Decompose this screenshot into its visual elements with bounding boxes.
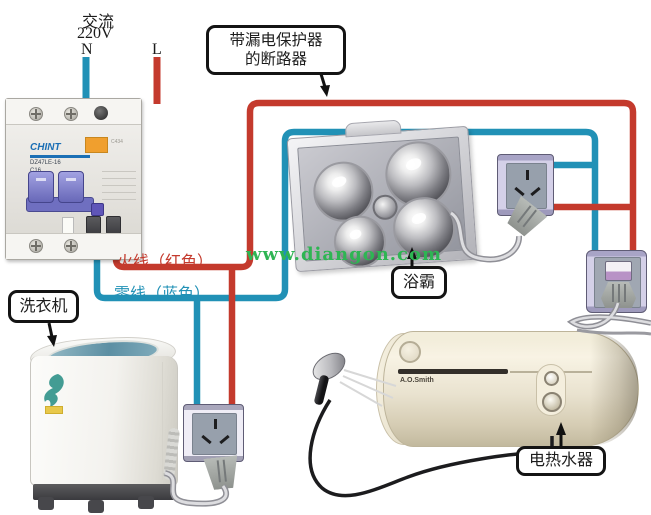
- screw-icon: [64, 239, 78, 253]
- neutral-terminal-label: N: [81, 41, 93, 58]
- live-terminal-label: L: [152, 41, 162, 58]
- bath-heater-callout: 浴霸: [391, 266, 447, 299]
- washer-foot: [138, 496, 154, 509]
- live-wire-label: 火线（红色）: [117, 254, 214, 271]
- ac-label: 交流: [82, 14, 115, 31]
- breaker-callout-line2: 的断路器: [244, 51, 307, 68]
- breaker-output-terminal-neutral: [86, 216, 101, 234]
- socket-faceplate: [594, 257, 641, 308]
- water-heater-groove: [398, 369, 508, 374]
- screw-icon: [29, 107, 43, 121]
- screw-icon: [29, 239, 43, 253]
- temperature-dial: [542, 392, 562, 412]
- brand-underline: [30, 155, 90, 158]
- neutral-wire-label: 零线（蓝色）: [114, 286, 211, 303]
- breaker-toggle-right: [58, 171, 84, 203]
- tank-right-shading: [590, 332, 638, 446]
- washer-foot: [38, 497, 54, 510]
- plug-water-heater: [601, 282, 636, 308]
- washer-label-sticker: [45, 406, 63, 414]
- breaker-arrowhead-icon: [320, 85, 330, 97]
- breaker-arrow: [319, 73, 327, 88]
- plug-washing-machine: [203, 455, 240, 490]
- washing-machine: [30, 356, 178, 486]
- washer-seam: [162, 362, 163, 480]
- breaker-test-button: [91, 203, 104, 216]
- indicator-icon: [544, 371, 559, 386]
- screw-icon: [64, 107, 78, 121]
- terminal-dot-icon: [94, 106, 108, 120]
- socket-slot: [530, 186, 541, 197]
- shower-head: [307, 347, 351, 386]
- breaker-toggle-left: [28, 171, 54, 203]
- watermark: www.diangon.com: [246, 244, 443, 265]
- breaker-spec-lines: [102, 171, 136, 201]
- water-heater-tank: [383, 331, 639, 447]
- water-heater-badge-icon: [399, 341, 421, 363]
- breaker-side-code: C434: [111, 139, 123, 145]
- socket-slot: [526, 170, 529, 180]
- washer-foot: [88, 500, 104, 513]
- socket-slot: [514, 186, 525, 197]
- washer-arrow: [47, 322, 54, 338]
- socket-water-heater: [586, 250, 647, 313]
- breaker-callout: 带漏电保护器 的断路器: [206, 25, 346, 75]
- breaker-model-text: DZ47LE-16: [30, 160, 61, 166]
- breaker-status-window: [85, 137, 108, 153]
- water-heater-brand: A.O.Smith: [400, 377, 434, 384]
- socket-washing-machine: [183, 404, 244, 462]
- socket-slot: [219, 434, 230, 445]
- voltage-label: 220V: [77, 25, 113, 42]
- socket-slot: [201, 434, 212, 445]
- socket-switch: [605, 261, 632, 281]
- socket-slot: [214, 419, 217, 429]
- water-heater-control-panel: [536, 364, 566, 416]
- circuit-breaker: CHINT DZ47LE-16 C16 C434: [5, 98, 142, 260]
- breaker-output-terminal-live: [106, 216, 121, 234]
- bath-heater-vent: [344, 119, 402, 138]
- washer-callout: 洗衣机: [8, 290, 79, 323]
- water-heater-callout: 电热水器: [516, 446, 606, 476]
- breaker-callout-line1: 带漏电保护器: [229, 31, 323, 49]
- breaker-brand: CHINT: [30, 142, 61, 153]
- socket-faceplate: [192, 413, 237, 455]
